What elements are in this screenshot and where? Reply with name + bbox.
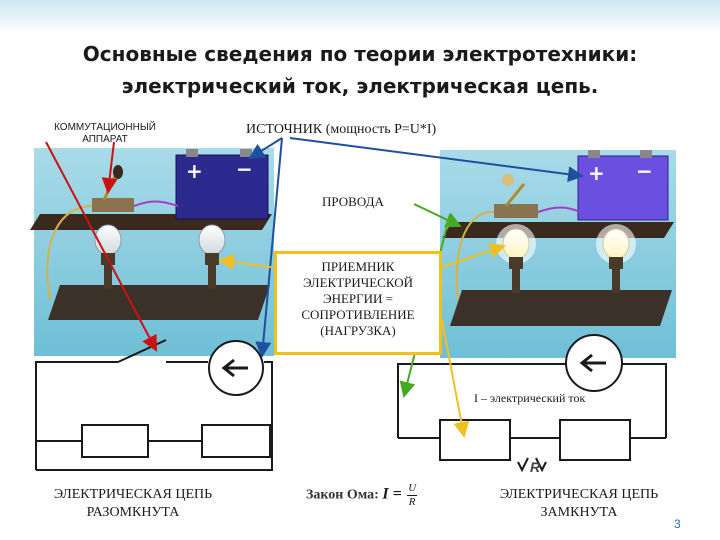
arrow-switch-to-photo <box>101 141 118 194</box>
arrow-receiver-to-right-bulb <box>439 242 506 269</box>
label-current: I – электрический ток <box>474 391 586 405</box>
receiver-line-4: СОПРОТИВЛЕНИЕ <box>301 307 415 322</box>
battery-plus-sign: + <box>186 159 203 183</box>
photo-open-circuit: + − <box>30 148 274 356</box>
ohm-law-numerator: U <box>407 482 418 496</box>
ohm-law-lhs: I = <box>382 485 402 503</box>
battery-right-plus-sign: + <box>588 161 605 185</box>
receiver-line-2: ЭЛЕКТРИЧЕСКОЙ <box>303 275 413 290</box>
battery-minus-sign: − <box>236 157 253 181</box>
battery-right-minus-sign: − <box>636 159 653 183</box>
label-resistance: R <box>530 459 541 475</box>
receiver-label-text: ПРИЕМНИК ЭЛЕКТРИЧЕСКОЙ ЭНЕРГИИ = СОПРОТИ… <box>277 259 439 339</box>
arrow-source-to-left-battery <box>248 137 283 160</box>
knife-switch-closed <box>494 174 538 218</box>
bulb-off-2 <box>198 224 226 289</box>
receiver-label-box: ПРИЕМНИК ЭЛЕКТРИЧЕСКОЙ ЭНЕРГИИ = СОПРОТИ… <box>274 251 442 355</box>
resistance-marker-icon <box>517 457 547 473</box>
bulb-lit-2 <box>596 224 636 293</box>
arrow-receiver-to-left-bulb <box>218 254 277 270</box>
label-switch: КОММУТАЦИОННЫЙ АППАРАТ <box>54 122 156 145</box>
current-arrow-icon-left <box>221 358 248 378</box>
ohm-law-label: Закон Ома: <box>306 487 379 503</box>
receiver-line-5: (НАГРУЗКА) <box>320 323 396 338</box>
arrow-source-to-schematic <box>255 137 283 358</box>
bulb-lit-1 <box>496 224 536 293</box>
label-wires: ПРОВОДА <box>318 194 388 210</box>
ohm-law-fraction: U R <box>407 482 418 509</box>
arrow-switch-to-schematic <box>45 141 157 352</box>
battery-right <box>577 150 669 221</box>
label-circuit-open: ЭЛЕКТРИЧЕСКАЯ ЦЕПЬ РАЗОМКНУТА <box>53 487 213 520</box>
arrow-receiver-to-schematic <box>441 319 470 438</box>
schematic-open <box>35 339 273 471</box>
title-band <box>0 0 720 34</box>
ohm-law-denominator: R <box>408 496 416 508</box>
receiver-line-3: ЭНЕРГИИ = <box>322 291 393 306</box>
current-arrow-icon-right <box>579 353 606 373</box>
battery-left <box>175 149 269 220</box>
receiver-line-1: ПРИЕМНИК <box>321 259 395 274</box>
ohm-law-formula: Закон Ома: I = U R <box>306 482 418 509</box>
label-source: ИСТОЧНИК (мощность P=U*I) <box>246 122 437 137</box>
label-circuit-closed: ЭЛЕКТРИЧЕСКАЯ ЦЕПЬ ЗАМКНУТА <box>499 487 659 520</box>
page-number: 3 <box>674 517 681 531</box>
photo-closed-circuit: + − <box>440 150 676 358</box>
arrow-source-to-right-battery <box>289 137 584 183</box>
slide-title: Основные сведения по теории электротехни… <box>82 42 638 98</box>
arrow-wires-to-photo <box>413 203 462 228</box>
